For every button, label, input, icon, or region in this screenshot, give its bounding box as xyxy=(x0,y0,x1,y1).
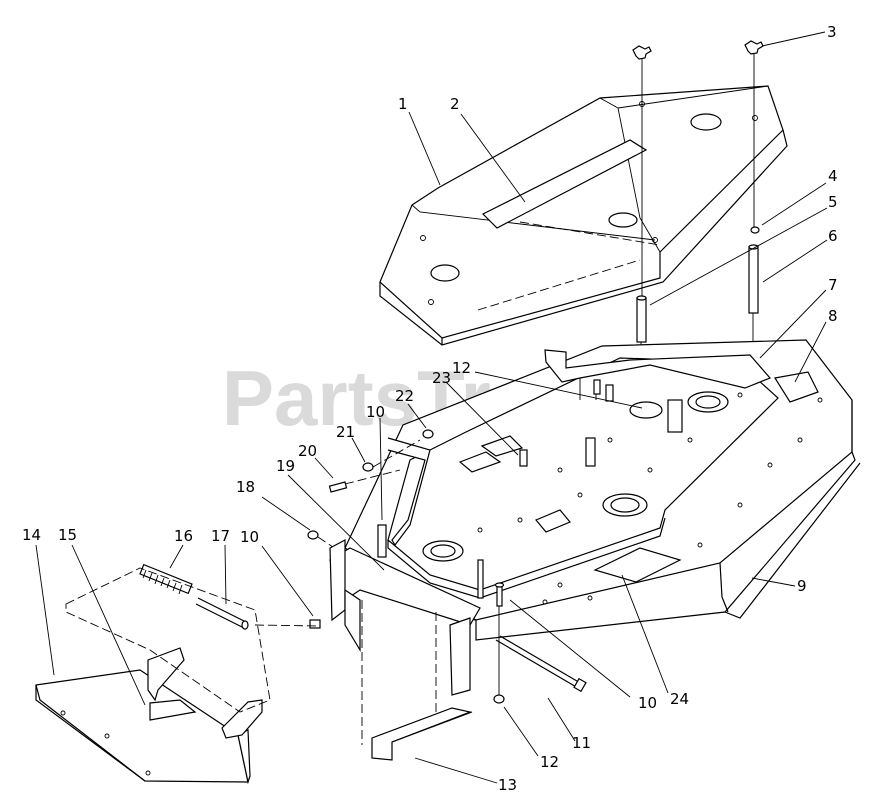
leader-lines xyxy=(35,31,828,784)
callout-18: 18 xyxy=(236,478,255,496)
bracket-part xyxy=(774,371,819,403)
long-bolt-part xyxy=(495,635,587,693)
callout-23: 23 xyxy=(432,369,451,387)
rod-part xyxy=(195,597,249,630)
lower-bracket-part xyxy=(371,707,473,761)
callout-24: 24 xyxy=(670,690,689,708)
callout-17: 17 xyxy=(211,527,230,545)
discharge-chute-part xyxy=(35,563,321,785)
front-mount-part xyxy=(329,539,481,745)
idler-pulley-part xyxy=(458,379,683,533)
knob-parts xyxy=(632,40,764,300)
callout-22: 22 xyxy=(395,387,414,405)
callout-labels: 1 2 3 4 5 6 7 8 9 10 10 10 11 12 12 13 1… xyxy=(22,23,838,794)
callout-14: 14 xyxy=(22,526,41,544)
bolt-and-nut-parts xyxy=(309,559,505,704)
callout-2: 2 xyxy=(450,95,460,113)
callout-8: 8 xyxy=(828,307,838,325)
callout-13: 13 xyxy=(498,776,517,794)
spring-part xyxy=(139,563,193,595)
callout-16: 16 xyxy=(174,527,193,545)
callout-15: 15 xyxy=(58,526,77,544)
callout-7: 7 xyxy=(828,276,838,294)
hardware-parts xyxy=(307,429,434,556)
callout-10-lower: 10 xyxy=(638,694,657,712)
callout-1: 1 xyxy=(398,95,408,113)
callout-4: 4 xyxy=(828,167,838,185)
callout-6: 6 xyxy=(828,227,838,245)
callout-9: 9 xyxy=(797,577,807,595)
cover-decal-part xyxy=(481,139,661,246)
callout-10-upper: 10 xyxy=(366,403,385,421)
callout-11: 11 xyxy=(572,734,591,752)
callout-20: 20 xyxy=(298,442,317,460)
callout-12-upper: 12 xyxy=(452,359,471,377)
callout-21: 21 xyxy=(336,423,355,441)
front-bracket-part xyxy=(377,437,431,558)
callout-3: 3 xyxy=(827,23,837,41)
callout-10-left: 10 xyxy=(240,528,259,546)
callout-5: 5 xyxy=(828,193,838,211)
deck-decal-part xyxy=(593,547,682,583)
belt-cover-part xyxy=(379,85,788,346)
callout-19: 19 xyxy=(276,457,295,475)
callout-12-lower: 12 xyxy=(540,753,559,771)
